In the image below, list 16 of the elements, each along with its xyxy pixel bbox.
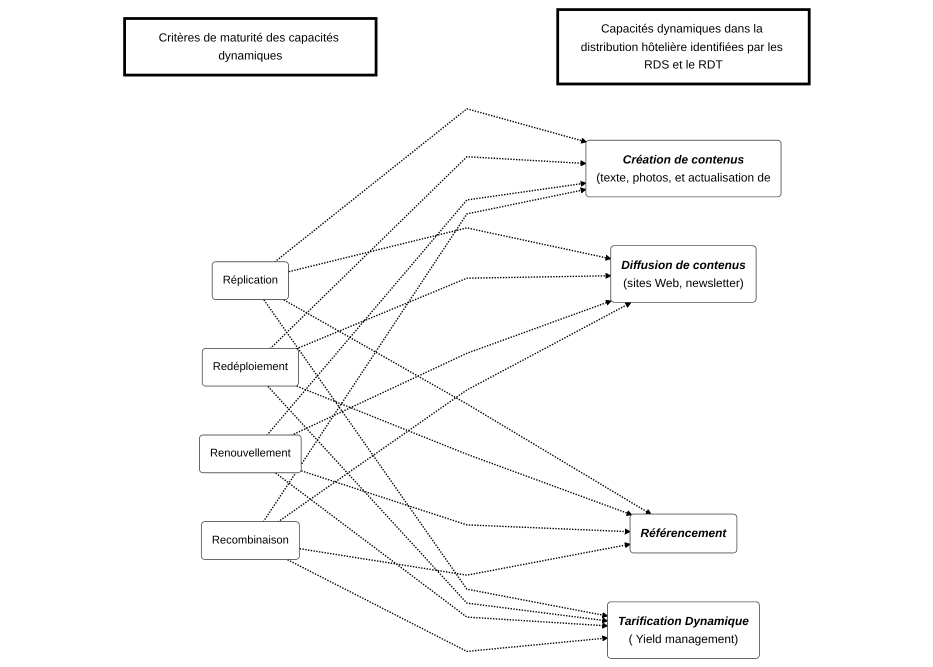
node-box: Capacités dynamiques dans la distribution hôtelière identifiées par les RDS et le RDT [556, 8, 810, 85]
arrow [286, 558, 608, 652]
arrow [300, 470, 630, 534]
arrow [296, 272, 611, 350]
arrow [290, 299, 612, 436]
arrow [262, 298, 608, 618]
arrow [288, 226, 611, 272]
node-box: Critères de maturité des capacités dynamiques [122, 16, 378, 76]
arrow [262, 186, 586, 522]
arrow [274, 108, 587, 262]
arrow [299, 542, 630, 576]
arrow [296, 384, 632, 516]
arrow [267, 386, 608, 623]
arrow [269, 156, 586, 349]
arrow [266, 180, 586, 436]
arrow [274, 472, 608, 628]
